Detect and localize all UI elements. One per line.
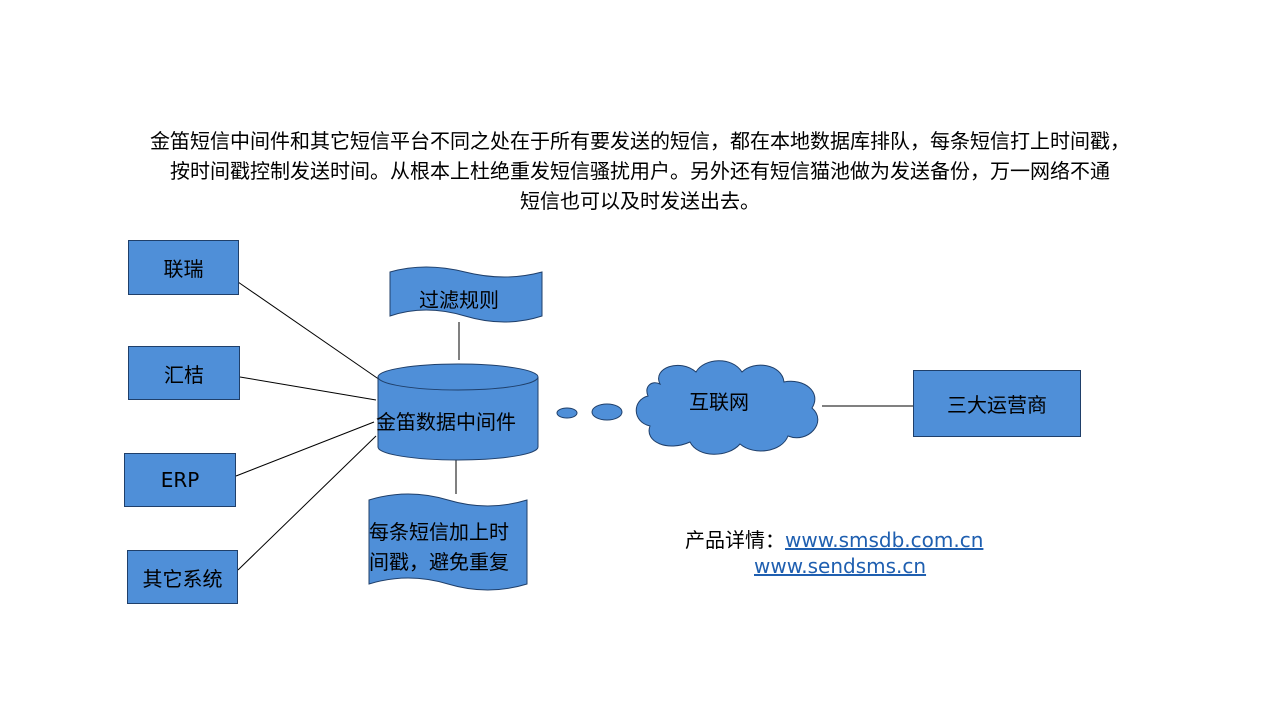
node-erp: ERP	[124, 453, 236, 507]
filter-rules-label: 过滤规则	[419, 288, 499, 312]
connector-lianrui	[237, 281, 381, 381]
middleware-cylinder-top	[377, 363, 539, 391]
bubble-medium	[591, 403, 623, 421]
product-info-line2: www.sendsms.cn	[754, 554, 926, 578]
intro-line-3: 短信也可以及时发送出去。	[520, 189, 760, 213]
node-lianrui-label: 联瑞	[163, 257, 204, 281]
intro-text: 金笛短信中间件和其它短信平台不同之处在于所有要发送的短信，都在本地数据库排队，每…	[40, 126, 1240, 216]
node-huijie: 汇桔	[128, 346, 240, 400]
internet-cloud-shape	[635, 360, 819, 455]
intro-line-1: 金笛短信中间件和其它短信平台不同之处在于所有要发送的短信，都在本地数据库排队，每…	[150, 129, 1130, 153]
timestamp-label-line2: 间戳，避免重复	[369, 550, 509, 574]
internet-label: 互联网	[689, 390, 749, 414]
middleware-cylinder	[377, 377, 539, 461]
timestamp-label-line1: 每条短信加上时	[369, 520, 509, 544]
timestamp-shape	[368, 493, 528, 591]
node-erp-label: ERP	[160, 468, 200, 492]
link-sendsms[interactable]: www.sendsms.cn	[754, 554, 927, 578]
filter-rules-shape	[389, 266, 543, 323]
node-operators: 三大运营商	[913, 370, 1081, 437]
product-info-label: 产品详情：	[685, 528, 785, 552]
connector-huijie	[239, 376, 377, 401]
connector-other-systems	[237, 435, 377, 571]
connector-erp	[235, 421, 375, 477]
intro-line-2: 按时间戳控制发送时间。从根本上杜绝重发短信骚扰用户。另外还有短信猫池做为发送备份…	[170, 159, 1110, 183]
node-other-systems-label: 其它系统	[142, 566, 223, 591]
node-other-systems: 其它系统	[127, 550, 238, 604]
middleware-label: 金笛数据中间件	[376, 410, 516, 434]
link-smsdb[interactable]: www.smsdb.com.cn	[785, 528, 984, 552]
bubble-small	[556, 407, 578, 419]
node-operators-label: 三大运营商	[947, 393, 1047, 417]
node-lianrui: 联瑞	[128, 240, 239, 295]
node-huijie-label: 汇桔	[164, 362, 204, 387]
product-info-line1: 产品详情：www.smsdb.com.cn	[685, 524, 983, 553]
